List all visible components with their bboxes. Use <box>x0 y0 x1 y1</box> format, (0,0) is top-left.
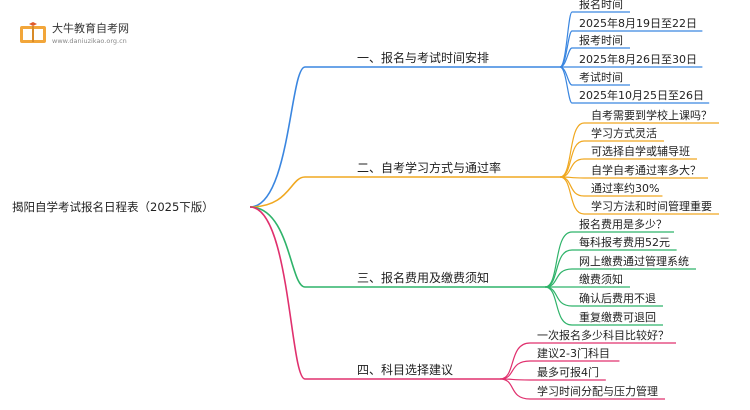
leaf-label: 学习方法和时间管理重要 <box>591 199 712 213</box>
leaf-connector <box>559 158 697 178</box>
leaf-label: 缴费须知 <box>579 272 623 286</box>
branch-label: 三、报名费用及缴费须知 <box>357 270 489 285</box>
leaf-label: 2025年8月19日至22日 <box>579 16 697 30</box>
logo-url: www.daniuzikao.org.cn <box>52 37 127 45</box>
leaf-label: 学习时间分配与压力管理 <box>537 384 658 398</box>
branch-connector <box>249 66 560 208</box>
leaf-connector <box>544 268 696 288</box>
leaf-label: 最多可报4门 <box>537 365 599 379</box>
leaf-connector <box>544 249 677 288</box>
leaf-label: 报名费用是多少？ <box>579 217 667 231</box>
book-icon <box>20 22 46 43</box>
leaf-label: 自学自考通过率多大？ <box>591 163 701 177</box>
leaf-connector <box>559 47 630 68</box>
leaf-label: 重复缴费可退回 <box>579 310 656 324</box>
leaf-connector <box>559 176 708 179</box>
leaf-connector <box>544 231 674 288</box>
leaf-label: 每科报考费用52元 <box>579 235 670 249</box>
leaf-label: 报考时间 <box>579 33 623 47</box>
leaf-label: 自考需要到学校上课吗？ <box>591 108 712 122</box>
leaf-connector <box>499 378 665 400</box>
leaf-label: 2025年10月25日至26日 <box>579 88 704 102</box>
leaf-label: 确认后费用不退 <box>579 292 656 305</box>
leaf-label: 报名时间 <box>579 0 623 11</box>
leaf-connector <box>499 360 620 380</box>
leaf-connector <box>499 378 606 381</box>
branch-connector <box>249 206 500 380</box>
leaf-label: 学习方式灵活 <box>591 126 657 140</box>
leaf-label: 通过率约30% <box>591 181 659 195</box>
leaf-label: 网上缴费通过管理系统 <box>579 254 689 268</box>
branch-connector <box>249 176 560 208</box>
branch-label: 一、报名与考试时间安排 <box>357 50 489 65</box>
leaf-connector <box>559 176 719 215</box>
branch-label: 四、科目选择建议 <box>357 363 453 377</box>
leaf-label: 可选择自学或辅导班 <box>591 144 690 158</box>
leaf-connector <box>559 66 710 104</box>
leaf-label: 一次报名多少科目比较好？ <box>537 328 669 342</box>
root-label: 揭阳自学考试报名日程表（2025下版） <box>12 200 214 214</box>
leaf-label: 考试时间 <box>579 71 623 84</box>
site-logo: 大牛教育自考网 www.daniuzikao.org.cn <box>20 21 129 45</box>
leaf-label: 建议2-3门科目 <box>537 346 610 360</box>
branch-3: 三、报名费用及缴费须知 报名费用是多少？ 每科报考费用52元网上缴费通过管理系统缴费… <box>249 206 696 326</box>
branch-label: 二、自考学习方式与通过率 <box>357 160 501 175</box>
branch-connector <box>249 206 545 288</box>
logo-title: 大牛教育自考网 <box>52 21 129 35</box>
leaf-connector <box>544 286 663 326</box>
leaf-connector <box>559 122 719 178</box>
branch-2: 二、自考学习方式与通过率 自考需要到学校上课吗？ 学习方式灵活可选择自学或辅导班自学… <box>249 108 719 215</box>
leaf-label: 2025年8月26日至30日 <box>579 52 697 66</box>
branch-4: 四、科目选择建议 一次报名多少科目比较好？ 建议2-3门科目最多可报4门学习时间分配… <box>249 206 676 400</box>
